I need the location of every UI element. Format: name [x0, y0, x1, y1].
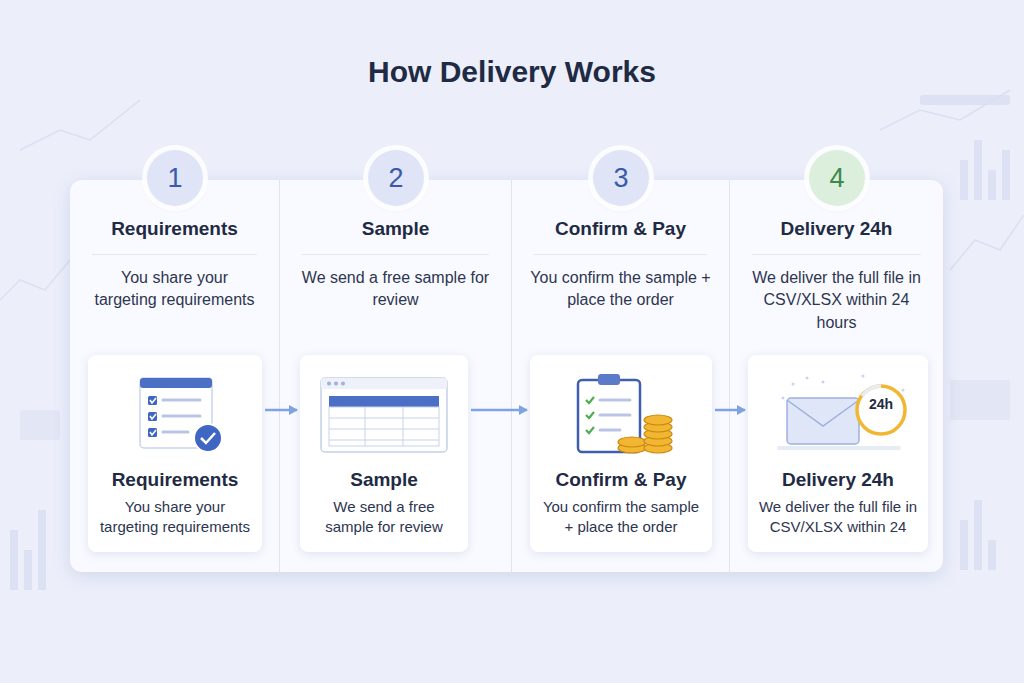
flow-arrow: [715, 409, 745, 412]
step-description: We send a free sample for review: [298, 267, 493, 312]
card-heading: Sample: [308, 469, 460, 491]
step-number: 2: [388, 163, 403, 194]
email-clock-icon: [763, 368, 913, 458]
step-number: 1: [167, 163, 182, 194]
step-card: Confirm & PayYou confirm the sample + pl…: [530, 355, 712, 552]
step-number: 4: [829, 163, 844, 194]
clock-label: 24h: [864, 396, 898, 412]
card-heading: Delivery 24h: [756, 469, 920, 491]
card-heading: Requirements: [96, 469, 254, 491]
invoice-coins-icon: [546, 368, 696, 458]
heading-divider: [92, 254, 257, 255]
step-card: 24hDelivery 24h We deliver the full file …: [748, 355, 928, 552]
card-icon: [538, 363, 704, 463]
card-description: We deliver the full file in CSV/XLSX wit…: [756, 497, 920, 538]
card-icon: 24h: [756, 363, 920, 463]
step-description: You share your targeting requirements: [88, 267, 261, 312]
flow-arrow: [265, 409, 297, 412]
step-number-circle: 3: [593, 150, 649, 206]
step-column: SampleWe send a free sample for review2 …: [280, 180, 512, 572]
heading-divider: [534, 254, 707, 255]
step-card: Sample We send a free sample for review: [300, 355, 468, 552]
heading-divider: [302, 254, 489, 255]
step-number-circle: 1: [147, 150, 203, 206]
checklist-icon: [100, 368, 250, 458]
step-number-circle: 2: [368, 150, 424, 206]
step-card: RequirementsYou share your targeting req…: [88, 355, 262, 552]
step-column: Delivery 24h We deliver the full file in …: [730, 180, 943, 572]
card-icon: [308, 363, 460, 463]
heading-divider: [752, 254, 921, 255]
step-heading: Confirm & Pay: [522, 218, 719, 240]
step-column: Confirm & PayYou confirm the sample + pl…: [512, 180, 730, 572]
card-description: You confirm the sample + place the order: [538, 497, 704, 538]
step-number-circle: 4: [809, 150, 865, 206]
step-description: You confirm the sample + place the order: [530, 267, 711, 312]
step-column: RequirementsYou share your targeting req…: [70, 180, 280, 572]
flow-arrow: [471, 409, 527, 412]
spreadsheet-icon: [309, 368, 459, 458]
card-description: We send a free sample for review: [308, 497, 460, 538]
card-icon: [96, 363, 254, 463]
step-number: 3: [613, 163, 628, 194]
card-description: You share your targeting requirements: [96, 497, 254, 538]
step-heading: Requirements: [80, 218, 269, 240]
card-heading: Confirm & Pay: [538, 469, 704, 491]
step-heading: Delivery 24h: [740, 218, 933, 240]
step-description: We deliver the full file in CSV/XLSX wit…: [748, 267, 925, 334]
step-heading: Sample: [290, 218, 501, 240]
diagram-title: How Delivery Works: [0, 55, 1024, 89]
